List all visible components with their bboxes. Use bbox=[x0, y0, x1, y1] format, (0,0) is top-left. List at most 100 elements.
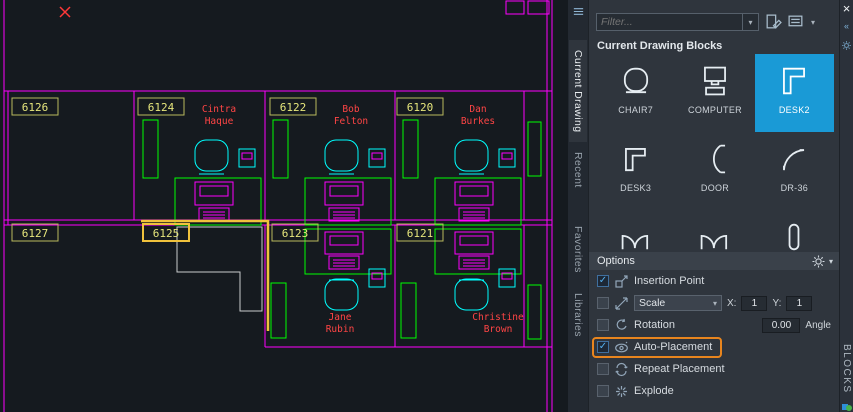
explode-checkbox[interactable] bbox=[597, 385, 609, 397]
option-insertion-point: Insertion Point bbox=[589, 270, 839, 292]
auto-placement-checkbox[interactable] bbox=[597, 341, 609, 353]
svg-text:6127: 6127 bbox=[22, 227, 49, 240]
explode-label: Explode bbox=[634, 385, 674, 397]
svg-text:6122: 6122 bbox=[280, 101, 307, 114]
explode-icon bbox=[614, 384, 629, 399]
block-cell-dr36[interactable]: DR-36 bbox=[755, 132, 834, 210]
options-panel: Options ▾ Insertion Point bbox=[589, 252, 839, 412]
room-label[interactable]: 6123 bbox=[271, 223, 319, 242]
red-marker-block[interactable] bbox=[59, 6, 71, 18]
options-collapse-icon[interactable]: ▾ bbox=[828, 256, 833, 266]
x-scale-field[interactable] bbox=[741, 295, 768, 311]
palette-title-vertical: BLOCKS bbox=[841, 344, 852, 394]
auto-hide-icon[interactable]: « bbox=[843, 21, 849, 31]
door-arc-block-icon bbox=[783, 149, 805, 171]
svg-text:Dan: Dan bbox=[469, 104, 486, 115]
tab-current-drawing[interactable]: Current Drawing bbox=[569, 40, 587, 143]
svg-text:Rubin: Rubin bbox=[326, 324, 355, 335]
option-auto-placement: Auto-Placement bbox=[589, 336, 839, 358]
rotation-label: Rotation bbox=[634, 319, 675, 331]
x-label: X: bbox=[727, 297, 737, 309]
svg-text:6121: 6121 bbox=[407, 227, 434, 240]
svg-text:Felton: Felton bbox=[334, 116, 368, 127]
options-title: Options bbox=[597, 255, 635, 267]
gear-icon[interactable] bbox=[811, 254, 826, 269]
block-cell-double-door-2[interactable] bbox=[675, 210, 754, 252]
occupant-name[interactable]: Bob Felton bbox=[334, 104, 368, 127]
chevron-down-icon: ▾ bbox=[712, 298, 717, 308]
properties-gear-icon[interactable] bbox=[841, 38, 852, 56]
occupant-name[interactable]: Dan Burkes bbox=[461, 104, 495, 127]
option-rotation: Rotation Angle bbox=[589, 314, 839, 336]
toolbar-menu-arrow-icon[interactable]: ▾ bbox=[811, 17, 816, 27]
block-cell-pillar[interactable] bbox=[755, 210, 834, 252]
block-label: COMPUTER bbox=[688, 105, 742, 115]
svg-text:Cintra: Cintra bbox=[202, 104, 236, 115]
double-door-block-icon bbox=[621, 234, 648, 250]
room-label[interactable]: 6124 bbox=[137, 97, 185, 116]
display-options-icon[interactable] bbox=[787, 13, 805, 31]
tab-libraries[interactable]: Libraries bbox=[572, 292, 584, 337]
rotation-icon bbox=[614, 318, 629, 333]
block-cell-desk3[interactable]: DESK3 bbox=[596, 132, 675, 210]
filter-combobox: ▾ bbox=[596, 13, 759, 31]
room-label[interactable]: 6121 bbox=[396, 223, 444, 242]
chair-block-icon bbox=[623, 67, 648, 94]
close-icon[interactable]: × bbox=[842, 1, 851, 16]
tab-recent[interactable]: Recent bbox=[572, 152, 584, 189]
occupant-name[interactable]: Jane Rubin bbox=[326, 312, 355, 335]
blocks-grid: CHAIR7 COMPUTER DESK2 bbox=[589, 54, 839, 252]
option-scale: Scale ▾ X: Y: bbox=[589, 292, 839, 314]
double-door-block-icon bbox=[700, 234, 728, 250]
block-cell-desk2-selected[interactable]: DESK2 bbox=[754, 54, 834, 132]
svg-text:Brown: Brown bbox=[484, 324, 513, 335]
filter-dropdown-icon[interactable]: ▾ bbox=[742, 14, 758, 30]
placement-preview-desk2 bbox=[176, 226, 263, 312]
room-label[interactable]: 6122 bbox=[269, 97, 317, 116]
svg-text:6123: 6123 bbox=[282, 227, 309, 240]
svg-text:Jane: Jane bbox=[329, 312, 352, 323]
repeat-placement-checkbox[interactable] bbox=[597, 363, 609, 375]
block-cell-computer[interactable]: COMPUTER bbox=[675, 54, 754, 132]
palette-tab-strip: Current Drawing Recent Favorites Librari… bbox=[568, 0, 589, 412]
repeat-placement-icon bbox=[614, 362, 629, 377]
insertion-point-checkbox[interactable] bbox=[597, 275, 609, 287]
block-cell-door[interactable]: DOOR bbox=[675, 132, 754, 210]
scale-dropdown-value: Scale bbox=[639, 297, 666, 309]
room-label-highlighted[interactable]: 6125 bbox=[142, 223, 190, 242]
desk3-block-icon bbox=[624, 148, 646, 172]
svg-text:6126: 6126 bbox=[22, 101, 49, 114]
insertion-point-icon bbox=[614, 274, 629, 289]
option-repeat-placement: Repeat Placement bbox=[589, 358, 839, 380]
edit-block-icon[interactable] bbox=[764, 13, 782, 31]
section-title: Current Drawing Blocks bbox=[597, 40, 723, 52]
room-label[interactable]: 6127 bbox=[11, 223, 59, 242]
occupant-name[interactable]: Cintra Haque bbox=[202, 104, 236, 127]
office-furniture-blocks[interactable] bbox=[142, 119, 542, 340]
svg-text:Burkes: Burkes bbox=[461, 116, 495, 127]
computer-block-icon bbox=[704, 66, 726, 96]
room-label[interactable]: 6126 bbox=[11, 97, 59, 116]
option-explode: Explode bbox=[589, 380, 839, 402]
scale-dropdown[interactable]: Scale ▾ bbox=[634, 295, 722, 311]
y-scale-field[interactable] bbox=[786, 295, 813, 311]
options-header: Options ▾ bbox=[589, 252, 839, 270]
rotation-checkbox[interactable] bbox=[597, 319, 609, 331]
auto-placement-icon bbox=[614, 340, 629, 355]
block-cell-double-door-1[interactable] bbox=[596, 210, 675, 252]
scale-checkbox[interactable] bbox=[597, 297, 609, 309]
angle-label: Angle bbox=[805, 319, 831, 331]
block-cell-chair7[interactable]: CHAIR7 bbox=[596, 54, 675, 132]
pillar-block-icon bbox=[788, 223, 800, 251]
status-icon[interactable] bbox=[841, 399, 852, 411]
insertion-point-label: Insertion Point bbox=[634, 275, 705, 287]
drawing-canvas[interactable]: 6126 6124 6122 6120 6127 6125 bbox=[0, 0, 568, 412]
svg-text:Bob: Bob bbox=[342, 104, 359, 115]
rotation-angle-field[interactable] bbox=[762, 317, 801, 333]
floorplan-walls bbox=[3, 0, 553, 412]
filter-input[interactable] bbox=[597, 16, 742, 28]
room-label[interactable]: 6120 bbox=[396, 97, 444, 116]
palette-menu-icon[interactable] bbox=[572, 5, 585, 18]
tab-favorites[interactable]: Favorites bbox=[572, 226, 584, 273]
occupant-name[interactable]: Christine Brown bbox=[472, 312, 524, 335]
